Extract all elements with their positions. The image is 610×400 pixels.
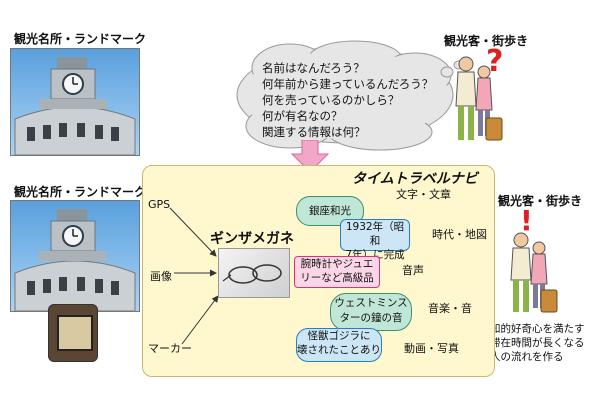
- callout-line: ターの鐘の音: [339, 312, 403, 324]
- ginza-megane-label: ギンザメガネ: [210, 231, 294, 247]
- cloud-line: 関連する情報は何？: [262, 125, 366, 139]
- output-video-photo: 動画・写真: [404, 342, 459, 355]
- cloud-questions: 名前はなんだろう？ 何年前から建っているんだろう？ 何を売っているのかしら？ 何…: [262, 60, 433, 140]
- cloud-line: 何年前から建っているんだろう？: [262, 77, 434, 91]
- callout-line: 腕時計やジュエ: [300, 258, 374, 270]
- callout-line: ウェストミンス: [334, 297, 408, 309]
- cloud-line: 名前はなんだろう？: [262, 61, 365, 75]
- tourist-label-top: 観光客・街歩き: [444, 34, 529, 48]
- tourists-illustration: [455, 56, 503, 141]
- thought-cloud: [236, 40, 454, 151]
- landmark-label-top: 観光名所・ランドマーク: [14, 32, 147, 46]
- callout-line: 壊されたことあり: [297, 344, 381, 356]
- output-era-map: 時代・地図: [432, 228, 487, 241]
- landmark-photo-top: [10, 48, 140, 156]
- marker-card: [48, 304, 98, 362]
- exclamation-icon: !: [520, 204, 533, 237]
- marker-pattern: [57, 315, 93, 351]
- down-arrow: [290, 140, 330, 173]
- callout-year: 1932年（昭和 7年）に完成: [340, 219, 410, 261]
- callout-line: 1932年（昭和: [345, 221, 405, 247]
- note-line: 知的好奇心を満たす: [490, 323, 585, 335]
- cloud-line: 何を売っているのかしら？: [262, 93, 400, 107]
- question-mark-icon: ?: [486, 44, 504, 79]
- tourist-effect-note: 知的好奇心を満たす 滞在時間が長くなる 人の流れを作る: [490, 322, 585, 364]
- note-line: 滞在時間が長くなる: [490, 337, 585, 349]
- input-arrows: [169, 207, 219, 345]
- clock-tower-illustration: [14, 209, 136, 311]
- output-text: 文字・文章: [396, 188, 451, 201]
- landmark-label-bottom: 観光名所・ランドマーク: [14, 185, 147, 199]
- callout-westminster: ウェストミンス ターの鐘の音: [330, 293, 412, 331]
- input-gps: GPS: [148, 198, 171, 211]
- output-audio: 音声: [402, 264, 424, 277]
- tourists-illustration: [510, 232, 558, 313]
- input-image: 画像: [150, 270, 172, 283]
- note-line: 人の流れを作る: [490, 351, 564, 363]
- cloud-line: 何が有名なの？: [262, 109, 343, 123]
- output-music: 音楽・音: [428, 302, 472, 315]
- callout-line: 怪獣ゴジラに: [307, 330, 371, 342]
- glasses-icon: [222, 264, 282, 284]
- glasses-photo: [218, 248, 290, 298]
- callout-watch: 腕時計やジュエ リーなど高級品: [294, 256, 380, 288]
- clock-tower-illustration: [14, 57, 136, 155]
- callout-godzilla: 怪獣ゴジラに 壊されたことあり: [296, 328, 382, 362]
- landmark-photo-bottom: [10, 200, 140, 312]
- input-marker: マーカー: [148, 342, 192, 355]
- tourist-label-bottom: 観光客・街歩き: [498, 194, 583, 208]
- panel-title: タイムトラベルナビ: [352, 171, 478, 187]
- callout-line: リーなど高級品: [300, 272, 374, 284]
